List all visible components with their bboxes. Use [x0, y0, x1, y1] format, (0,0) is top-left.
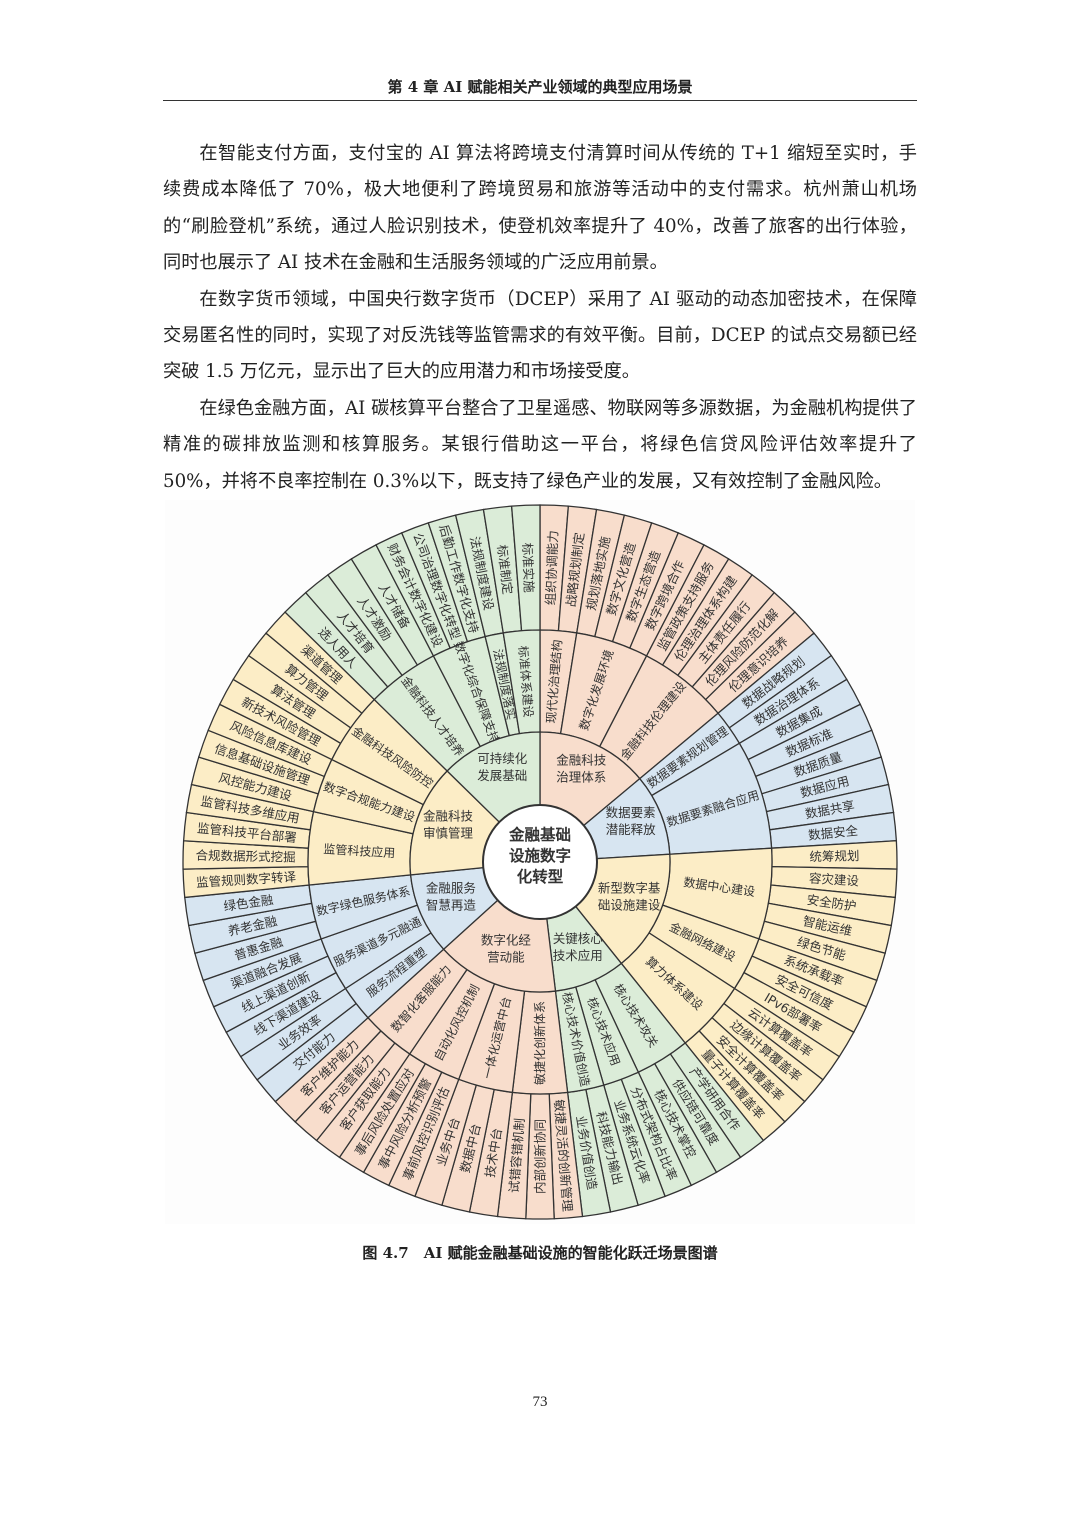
- figure: 组织协调能力战略规划制定现代化治理结构规划落地实施数字文化营造数字生态营造数字跨…: [165, 500, 915, 1224]
- header-rule: [163, 100, 917, 101]
- leaf-label: 标准实施: [520, 542, 537, 593]
- branch-label: 现代化治理结构: [543, 639, 565, 724]
- leaf-label: 标准制定: [495, 544, 516, 595]
- leaf-label: 内部创新协同: [533, 1119, 548, 1194]
- sector-label: 金融科技治理体系: [556, 753, 607, 785]
- leaf-label: 监管规则数字转译: [196, 869, 297, 890]
- branch-label: 监管科技应用: [323, 841, 396, 860]
- center-label: 金融基础设施数字化转型: [508, 825, 571, 886]
- sunburst-diagram: 组织协调能力战略规划制定现代化治理结构规划落地实施数字文化营造数字生态营造数字跨…: [182, 504, 898, 1220]
- sector-label: 数字化经营动能: [481, 932, 532, 964]
- leaf-label: 数据安全: [807, 823, 859, 843]
- branch-label: 标准体系建设: [516, 645, 536, 718]
- leaf-label: 绿色金融: [223, 892, 275, 914]
- leaf-label: 试错容错机制: [506, 1118, 527, 1194]
- sector-label: 金融服务智慧再造: [426, 881, 477, 913]
- leaf-label: 容灾建设: [809, 871, 860, 889]
- sector-label: 可持续化发展基础: [477, 751, 528, 783]
- page-number: 73: [532, 1394, 548, 1410]
- paragraph: 在绿色金融方面，AI 碳核算平台整合了卫星遥感、物联网等多源数据，为金融机构提供…: [163, 397, 917, 492]
- paragraph: 在智能支付方面，支付宝的 AI 算法将跨境支付清算时间从传统的 T+1 缩短至实…: [163, 143, 917, 274]
- branch-label: 敏捷化创新体系: [532, 1001, 547, 1085]
- body-text: 在智能支付方面，支付宝的 AI 算法将跨境支付清算时间从传统的 T+1 缩短至实…: [163, 136, 917, 500]
- paragraph: 在数字货币领域，中国央行数字货币（DCEP）采用了 AI 驱动的动态加密技术，在…: [163, 288, 917, 383]
- sector-label: 关键核心技术应用: [553, 931, 604, 963]
- running-header: 第 4 章 AI 赋能相关产业领域的典型应用场景: [387, 78, 693, 96]
- leaf-label: 统筹规划: [809, 848, 859, 864]
- sector-label: 新型数字基础设施建设: [598, 881, 661, 913]
- leaf-label: 组织协调能力: [543, 530, 561, 606]
- sector-label: 金融科技审慎管理: [423, 809, 474, 841]
- leaf-label: 安全防护: [806, 892, 858, 914]
- figure-caption: 图 4.7 AI 赋能金融基础设施的智能化跃迁场景图谱: [362, 1244, 718, 1262]
- leaf-label: 合规数据形式挖掘: [195, 848, 295, 865]
- center-circle: [482, 804, 598, 920]
- sector-label: 数据要素潜能释放: [606, 805, 657, 837]
